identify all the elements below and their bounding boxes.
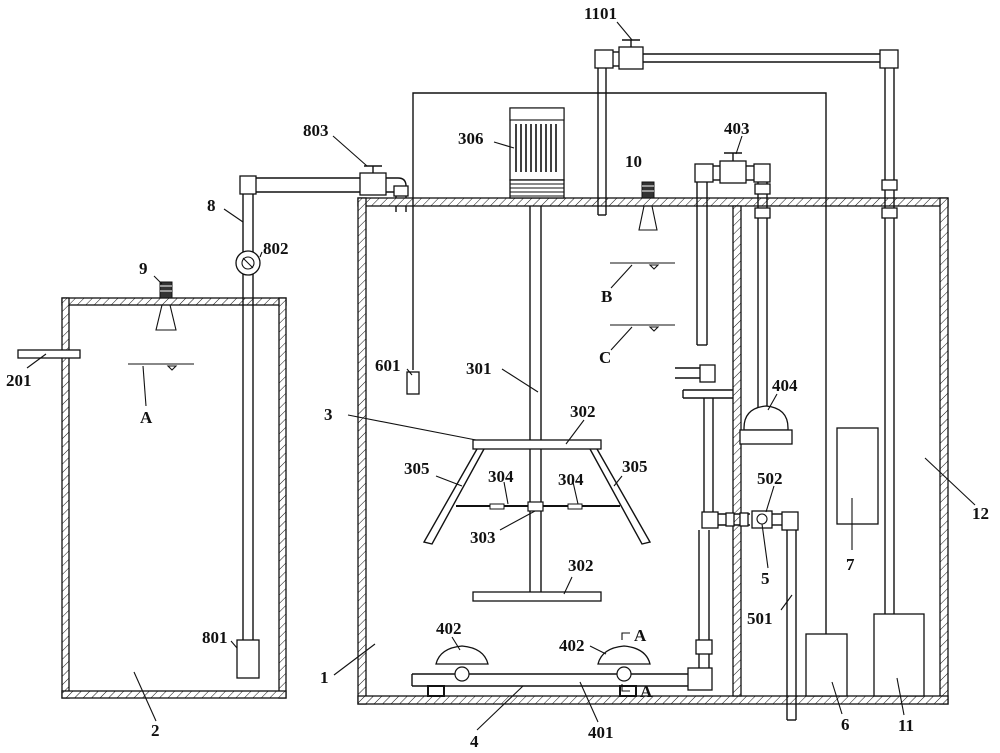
diffuser-402-right <box>597 645 651 682</box>
label-4: 4 <box>470 732 479 751</box>
label-1: 1 <box>320 668 329 687</box>
label-305-left: 305 <box>404 459 430 478</box>
valve-803-body <box>359 172 387 196</box>
label-305-right: 305 <box>622 457 648 476</box>
label-803: 803 <box>303 121 329 140</box>
pipe-403 <box>694 152 793 445</box>
level-mark-c <box>610 324 675 351</box>
label-a-section-bottom: A <box>640 682 653 701</box>
label-5: 5 <box>761 569 770 588</box>
label-402-right: 402 <box>559 636 585 655</box>
box-6 <box>805 633 848 697</box>
label-402-left: 402 <box>436 619 462 638</box>
diffuser-402-left <box>435 645 489 682</box>
label-c: C <box>599 348 611 367</box>
motor-306 <box>509 107 565 199</box>
level-mark-a <box>128 363 194 407</box>
label-201: 201 <box>6 371 32 390</box>
label-502: 502 <box>757 469 783 488</box>
label-304-left: 304 <box>488 467 514 486</box>
label-302-upper: 302 <box>570 402 596 421</box>
label-404: 404 <box>772 376 798 395</box>
pipe-1101 <box>594 39 925 697</box>
label-403: 403 <box>724 119 750 138</box>
level-sensor-9 <box>155 281 177 331</box>
box-11 <box>873 613 925 697</box>
left-tank <box>17 297 287 699</box>
label-304-right: 304 <box>558 470 584 489</box>
hub-303 <box>527 501 544 512</box>
plate-302-upper <box>472 439 602 450</box>
label-12: 12 <box>972 504 989 523</box>
label-601: 601 <box>375 356 401 375</box>
aeration-pipe-401 <box>411 530 713 697</box>
label-302-lower: 302 <box>568 556 594 575</box>
part-labels: 1101 803 306 403 10 8 802 9 201 A B C 60… <box>6 4 989 751</box>
label-301: 301 <box>466 359 492 378</box>
label-306: 306 <box>458 129 484 148</box>
label-9: 9 <box>139 259 148 278</box>
label-10: 10 <box>625 152 642 171</box>
label-2: 2 <box>151 721 160 740</box>
plate-302-lower <box>472 591 602 602</box>
label-a-section-top: A <box>634 626 647 645</box>
pipe-5 <box>675 364 799 721</box>
label-501: 501 <box>747 609 773 628</box>
label-1101: 1101 <box>584 4 617 23</box>
probe-601 <box>406 371 420 395</box>
label-a: A <box>140 408 153 427</box>
overflow-pipe-201 <box>17 349 81 359</box>
label-11: 11 <box>898 716 914 735</box>
stirrer-assembly <box>422 206 652 602</box>
aerator-404 <box>743 405 789 431</box>
label-7: 7 <box>846 555 855 574</box>
level-sensor-10 <box>638 181 658 231</box>
label-b: B <box>601 287 612 306</box>
box-7 <box>836 427 879 525</box>
leader-lines <box>26 21 976 731</box>
label-6: 6 <box>841 715 850 734</box>
label-3: 3 <box>324 405 333 424</box>
suction-pipe-8 <box>235 165 409 679</box>
label-303: 303 <box>470 528 496 547</box>
label-8: 8 <box>207 196 216 215</box>
label-401: 401 <box>588 723 614 742</box>
level-mark-b <box>610 262 675 289</box>
label-802: 802 <box>263 239 289 258</box>
frame-601 <box>406 92 848 697</box>
valve-1101-body <box>618 46 644 70</box>
pump-801 <box>236 639 260 679</box>
valve-403-body <box>719 160 747 184</box>
label-801: 801 <box>202 628 228 647</box>
